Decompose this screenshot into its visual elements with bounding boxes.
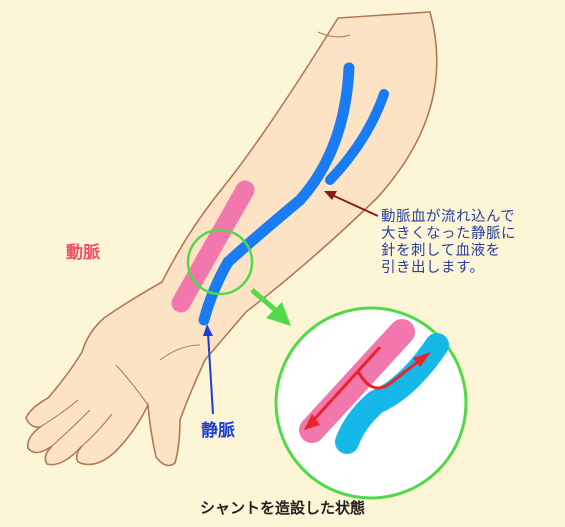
note-line: 針を刺して血液を: [381, 243, 516, 260]
vein-label: 静脈: [201, 416, 235, 441]
annotation-note: 動脈血が流れ込んで 大きくなった静脈に 針を刺して血液を 引き出します。: [381, 209, 516, 277]
zoom-inset: [276, 308, 466, 498]
figure-caption: シャントを造設した状態: [0, 497, 565, 518]
note-line: 動脈血が流れ込んで: [381, 209, 516, 226]
note-line: 大きくなった静脈に: [381, 226, 516, 243]
artery-label: 動脈: [66, 238, 100, 263]
note-line: 引き出します。: [381, 260, 516, 277]
